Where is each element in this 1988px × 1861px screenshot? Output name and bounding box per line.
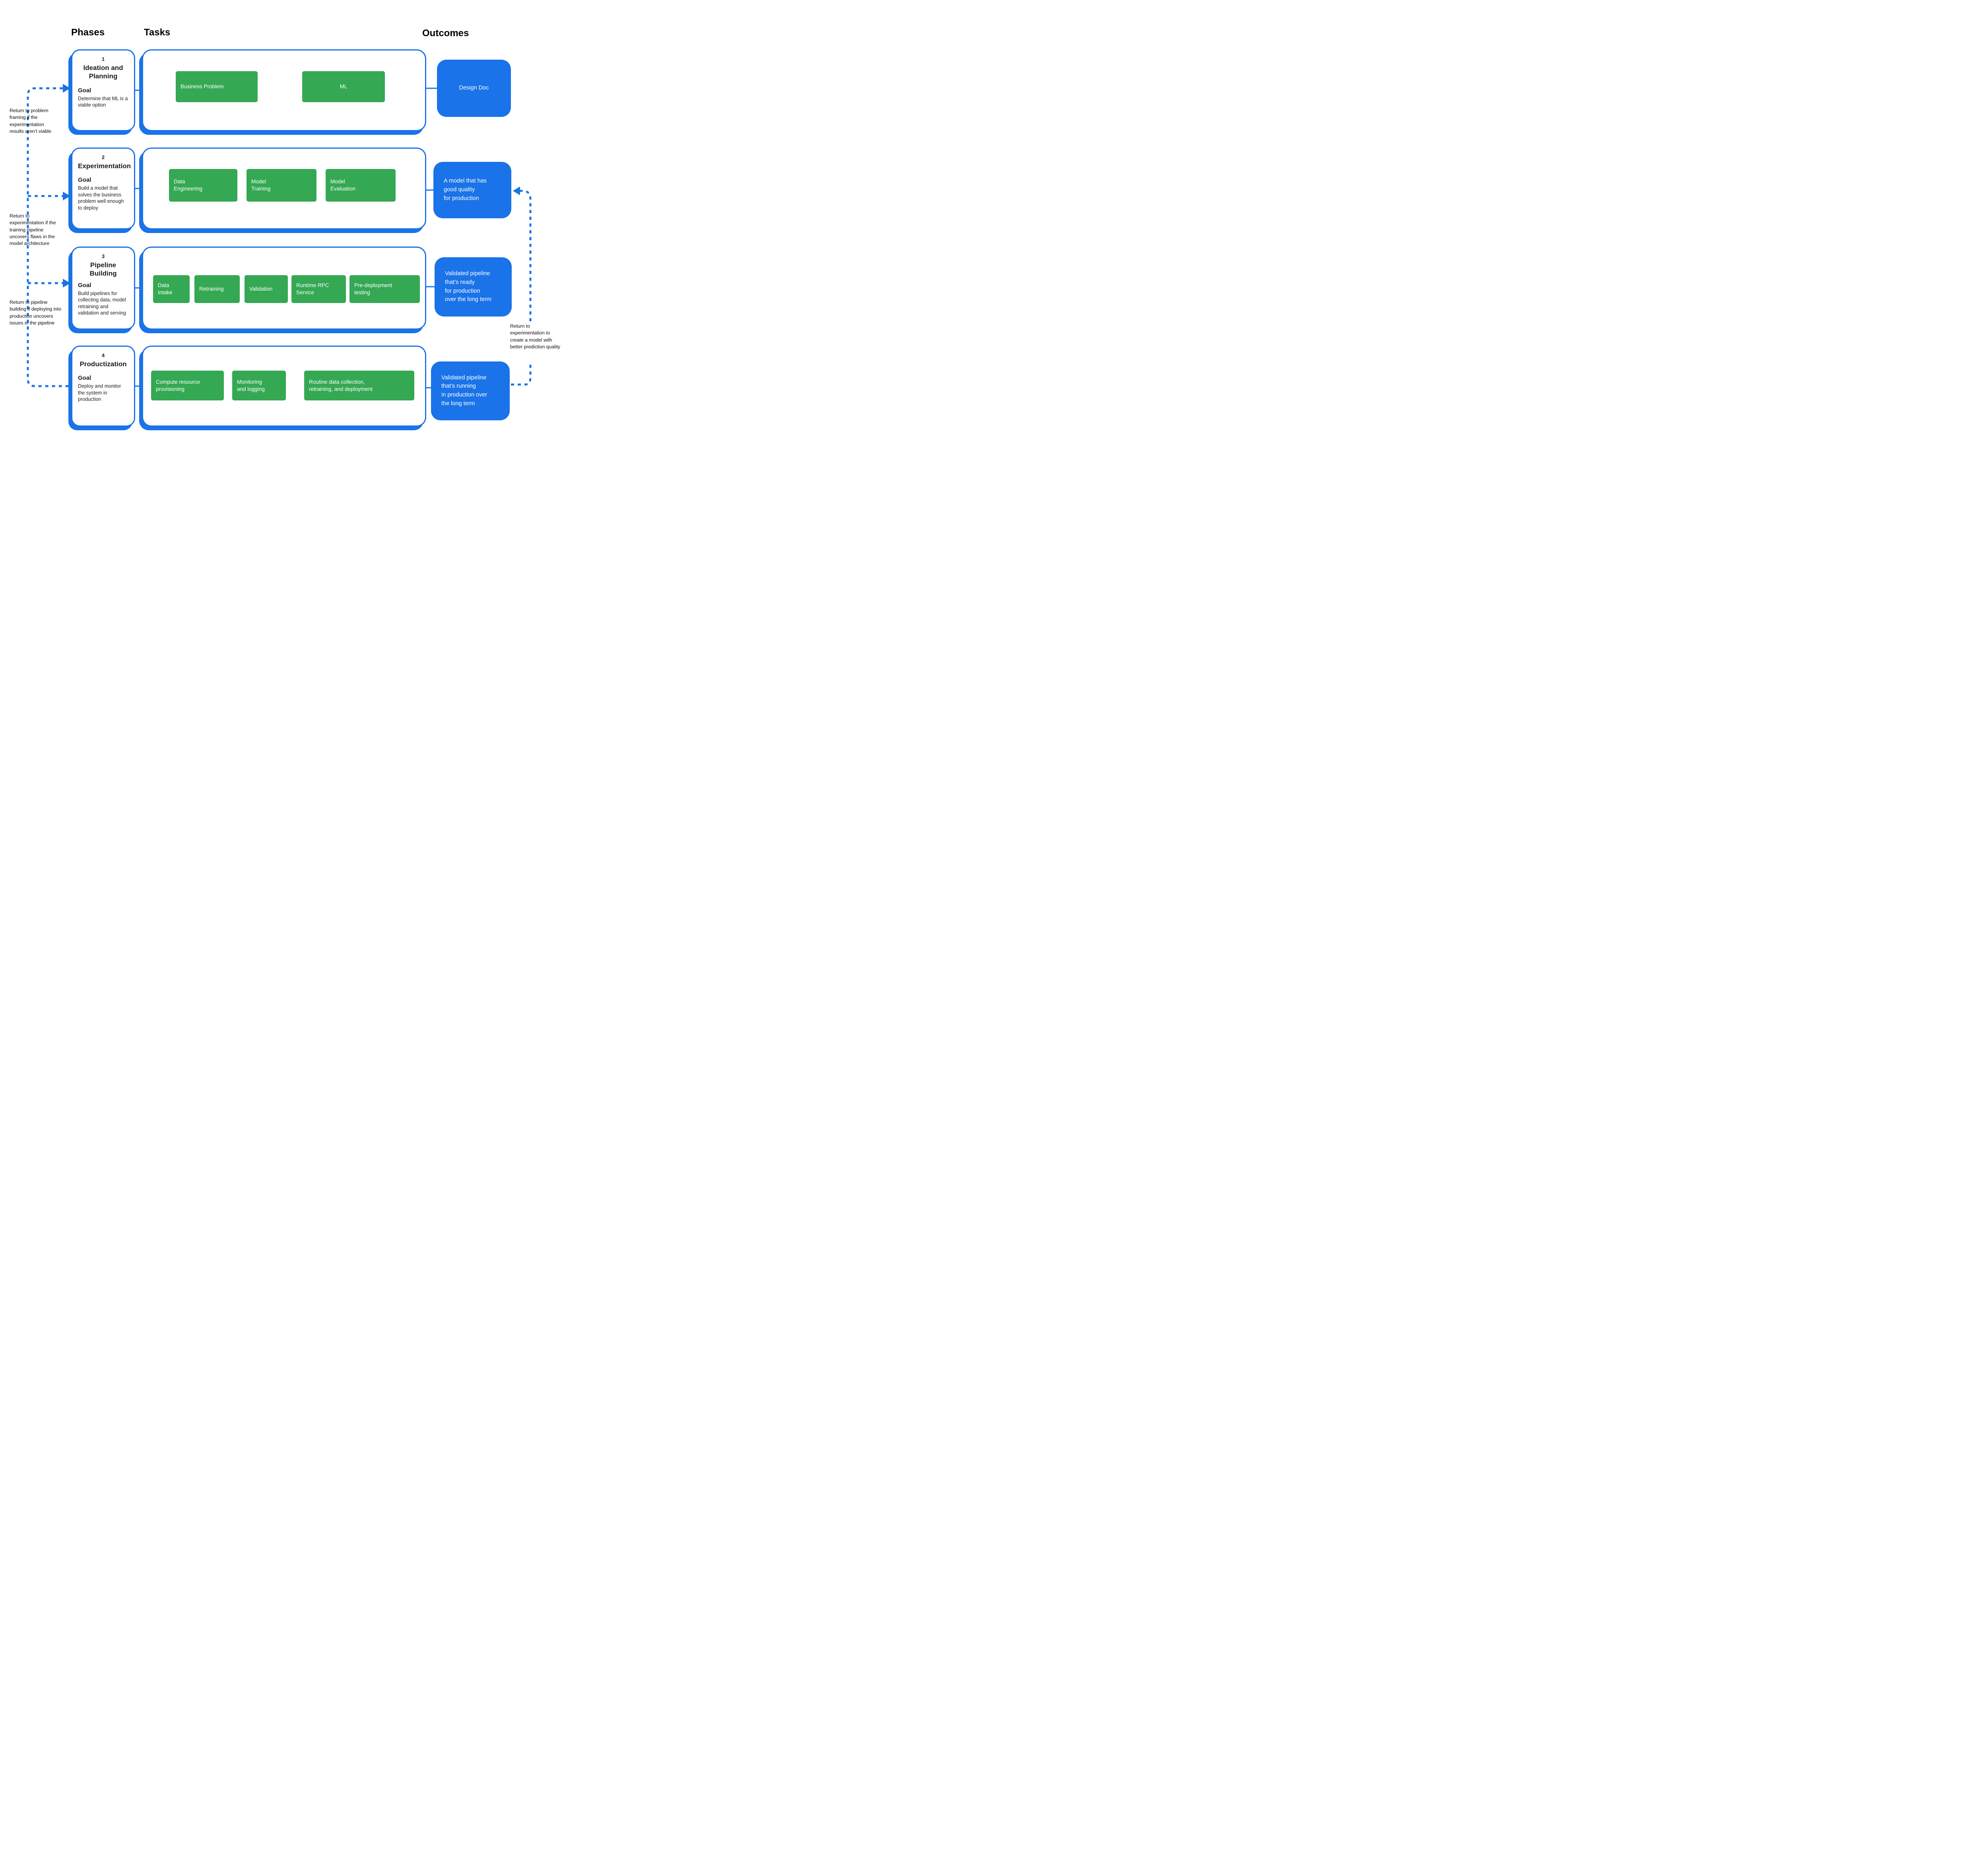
phase-number: 3 xyxy=(101,253,105,259)
return-arrowhead-phase2 xyxy=(63,192,70,200)
phase-goal: Goal Deploy and monitor the system in pr… xyxy=(78,375,128,403)
task-model-training: Model Training xyxy=(247,169,316,202)
task-runtime-rpc-service: Runtime RPC Service xyxy=(291,275,346,303)
return-arrowhead-phase1 xyxy=(63,84,70,93)
task-retraining: Retraining xyxy=(194,275,240,303)
annotation-return-experimentation: Return to experimentation if the trainin… xyxy=(10,213,56,247)
outcomes-column-header: Outcomes xyxy=(422,28,469,39)
task-validation: Validation xyxy=(245,275,288,303)
phase-card-pipeline-building: 3 Pipeline Building Goal Build pipelines… xyxy=(71,247,135,330)
phase-goal: Goal Determine that ML is a viable optio… xyxy=(78,87,128,109)
task-business-problem: Business Problem xyxy=(176,71,258,102)
phase-number: 1 xyxy=(101,56,105,62)
phase-card-ideation: 1 Ideation and Planning Goal Determine t… xyxy=(71,49,135,131)
goal-text: Build a model that solves the business p… xyxy=(78,185,124,211)
goal-label: Goal xyxy=(78,282,91,289)
phase-title: Pipeline Building xyxy=(89,261,117,278)
task-pre-deployment-testing: Pre-deployment testing xyxy=(349,275,420,303)
outcome-model-good-quality: A model that has good quality for produc… xyxy=(433,162,511,218)
outcome-validated-pipeline-running: Validated pipeline that’s running in pro… xyxy=(431,361,510,420)
return-arrowhead-outcome2 xyxy=(513,186,520,195)
phase-card-productization: 4 Productization Goal Deploy and monitor… xyxy=(71,346,135,427)
goal-text: Build pipelines for collecting data, mod… xyxy=(78,290,126,316)
goal-text: Deploy and monitor the system in product… xyxy=(78,383,121,402)
task-routine-data-collection: Routine data collection, retraining, and… xyxy=(304,371,414,400)
phases-column-header: Phases xyxy=(71,27,105,38)
goal-label: Goal xyxy=(78,87,91,94)
phase-number: 2 xyxy=(101,154,105,160)
return-arrowhead-phase3 xyxy=(63,279,70,288)
outcome-design-doc: Design Doc xyxy=(437,60,511,117)
phase-goal: Goal Build a model that solves the busin… xyxy=(78,177,128,211)
task-data-engineering: Data Engineering xyxy=(169,169,237,202)
task-model-evaluation: Model Evaluation xyxy=(326,169,396,202)
goal-label: Goal xyxy=(78,177,91,184)
phase-goal: Goal Build pipelines for collecting data… xyxy=(78,282,128,317)
task-ml: ML xyxy=(302,71,385,102)
outcome-validated-pipeline-ready: Validated pipeline that’s ready for prod… xyxy=(435,257,512,317)
phase-number: 4 xyxy=(101,352,105,358)
phase-title: Experimentation xyxy=(78,162,131,170)
return-path-right-lower xyxy=(511,363,532,386)
annotation-return-pipeline-building: Return to pipeline building if deploying… xyxy=(10,299,62,326)
phase-title: Productization xyxy=(80,360,127,368)
return-path-left-spine xyxy=(27,87,70,387)
mlops-phases-diagram: Phases Tasks Outcomes 1 Ideation and Pla… xyxy=(0,0,564,465)
phase-card-experimentation: 2 Experimentation Goal Build a model tha… xyxy=(71,148,135,229)
annotation-return-better-prediction: Return to experimentation to create a mo… xyxy=(510,323,561,350)
return-path-right-upper xyxy=(516,190,532,321)
goal-text: Determine that ML is a viable option xyxy=(78,95,128,108)
task-compute-resource-provisioning: Compute resource provisioning xyxy=(151,371,224,400)
goal-label: Goal xyxy=(78,375,91,382)
annotation-return-problem-framing: Return to problem framing if the experim… xyxy=(10,108,51,134)
task-data-intake: Data Intake xyxy=(153,275,190,303)
phase-title: Ideation and Planning xyxy=(83,64,123,80)
tasks-column-header: Tasks xyxy=(144,27,171,38)
task-monitoring-and-logging: Monitoring and logging xyxy=(232,371,286,400)
